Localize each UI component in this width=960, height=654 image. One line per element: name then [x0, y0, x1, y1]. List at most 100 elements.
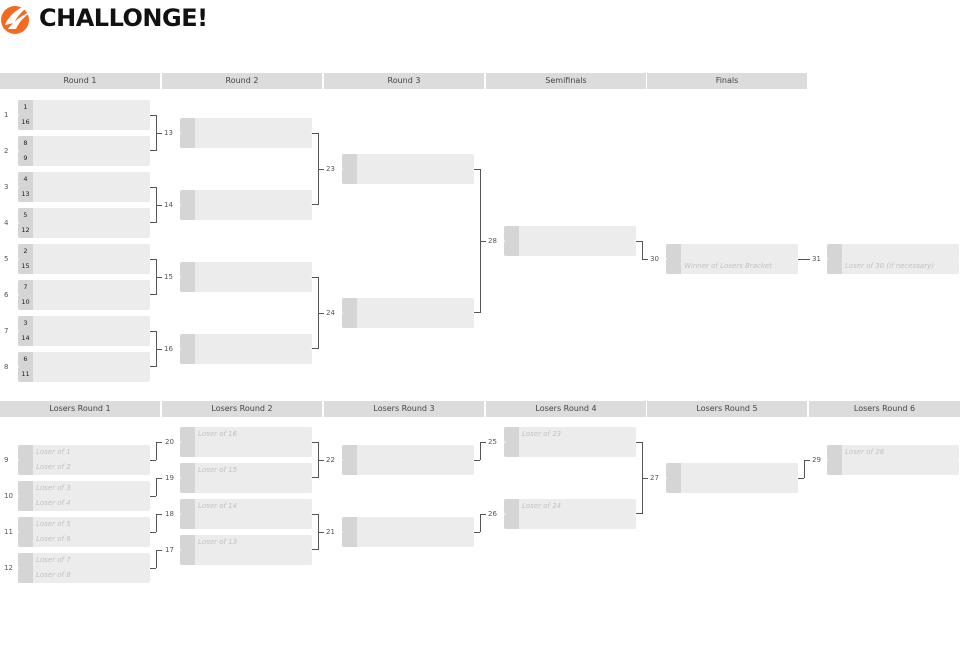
winners-r3-match-2-slot-top[interactable] — [342, 298, 474, 313]
grand-final-reset-match-slot-top[interactable] — [827, 244, 959, 259]
winners-r2-match-2-slot-top[interactable] — [180, 190, 312, 205]
seed-badge — [180, 277, 195, 292]
losers-r3-match-2-slot-bottom[interactable] — [342, 532, 474, 547]
bracket-connector — [155, 550, 157, 568]
winners-r1-match-8-slot-bottom[interactable]: 11 — [18, 367, 150, 382]
winners-r1-match-8-slot-top[interactable]: 6 — [18, 352, 150, 367]
match-number: 6 — [4, 291, 9, 299]
winners-r2-match-1-slot-top[interactable] — [180, 118, 312, 133]
seed-badge — [342, 532, 357, 547]
winners-semifinal-match-slot-bottom[interactable] — [504, 241, 636, 256]
losers-r1-match-1-slot-top[interactable]: Loser of 1 — [18, 445, 150, 460]
seed-badge — [342, 460, 357, 475]
challonge-logo[interactable]: CHALLONGE! — [0, 0, 208, 36]
seed-badge — [504, 241, 519, 256]
winners-r3-match-1-slot-top[interactable] — [342, 154, 474, 169]
connector-match-number: 21 — [326, 528, 335, 536]
winners-r1-match-3-slot-top[interactable]: 4 — [18, 172, 150, 187]
losers-r4-match-2-slot-top[interactable]: Loser of 24 — [504, 499, 636, 514]
seed-badge: 2 — [18, 244, 33, 259]
winners-r2-match-3-slot-top[interactable] — [180, 262, 312, 277]
losers-r5-match-slot-bottom[interactable] — [666, 478, 798, 493]
seed-badge — [827, 244, 842, 259]
connector-match-number: 14 — [164, 201, 173, 209]
header-winners-round-5: Finals — [647, 73, 807, 89]
losers-r3-match-1-slot-top[interactable] — [342, 445, 474, 460]
connector-line — [150, 532, 156, 533]
losers-r1-match-2-slot-bottom[interactable]: Loser of 4 — [18, 496, 150, 511]
losers-r1-match-4-slot-top[interactable]: Loser of 7 — [18, 553, 150, 568]
winners-r1-match-6-slot-top[interactable]: 7 — [18, 280, 150, 295]
match-number: 5 — [4, 255, 9, 263]
losers-r1-match-3-slot-top[interactable]: Loser of 5 — [18, 517, 150, 532]
winners-r1-match-7-slot-bottom[interactable]: 14 — [18, 331, 150, 346]
losers-r2-match-2-slot-bottom[interactable] — [180, 478, 312, 493]
seed-badge: 3 — [18, 316, 33, 331]
losers-r2-match-1-slot-bottom[interactable] — [180, 442, 312, 457]
match-number: 2 — [4, 147, 9, 155]
losers-r1-match-3-slot-bottom[interactable]: Loser of 6 — [18, 532, 150, 547]
losers-r1-match-1-slot-bottom[interactable]: Loser of 2 — [18, 460, 150, 475]
connector-line — [480, 442, 486, 443]
winners-r1-match-5-slot-bottom[interactable]: 15 — [18, 259, 150, 274]
losers-r4-match-1-slot-top[interactable]: Loser of 23 — [504, 427, 636, 442]
winners-r1-match-1-slot-bottom[interactable]: 16 — [18, 115, 150, 130]
connector-line — [319, 313, 324, 314]
connector-line — [480, 514, 486, 515]
winners-r1-match-5-slot-top[interactable]: 2 — [18, 244, 150, 259]
winners-r2-match-1-slot-bottom[interactable] — [180, 133, 312, 148]
winners-r1-match-4-slot-bottom[interactable]: 12 — [18, 223, 150, 238]
challonge-logo-icon — [1, 3, 33, 34]
connector-match-number: 26 — [488, 510, 497, 518]
winners-r2-match-2-slot-bottom[interactable] — [180, 205, 312, 220]
grand-final-match-slot-bottom[interactable]: Winner of Losers Bracket — [666, 259, 798, 274]
bracket-connector — [150, 115, 157, 151]
losers-r1-match-4-slot-bottom[interactable]: Loser of 8 — [18, 568, 150, 583]
losers-r2-match-3-slot-top[interactable]: Loser of 14 — [180, 499, 312, 514]
grand-final-match-slot-top[interactable] — [666, 244, 798, 259]
slot-label: Loser of 8 — [36, 571, 71, 579]
match-number: 12 — [4, 564, 13, 572]
winners-r1-match-3-slot-bottom[interactable]: 13 — [18, 187, 150, 202]
losers-r2-match-1-slot-top[interactable]: Loser of 16 — [180, 427, 312, 442]
winners-semifinal-match-slot-top[interactable] — [504, 226, 636, 241]
losers-r3-match-1-slot-bottom[interactable] — [342, 460, 474, 475]
losers-r1-match-2-slot-top[interactable]: Loser of 3 — [18, 481, 150, 496]
connector-line — [156, 478, 162, 479]
losers-r4-match-1-slot-bottom[interactable] — [504, 442, 636, 457]
winners-r3-match-1-slot-bottom[interactable] — [342, 169, 474, 184]
losers-final-match-slot-bottom[interactable] — [827, 460, 959, 475]
losers-r2-match-3-slot-bottom[interactable] — [180, 514, 312, 529]
winners-r2-match-4-slot-top[interactable] — [180, 334, 312, 349]
losers-r3-match-2-slot-top[interactable] — [342, 517, 474, 532]
grand-final-reset-match-slot-bottom[interactable]: Loser of 30 (if necessary) — [827, 259, 959, 274]
winners-r1-match-7-slot-top[interactable]: 3 — [18, 316, 150, 331]
match-number: 7 — [4, 327, 9, 335]
connector-line — [319, 169, 324, 170]
losers-r2-match-4-slot-bottom[interactable] — [180, 550, 312, 565]
connector-line — [643, 478, 648, 479]
winners-r1-match-2-slot-bottom[interactable]: 9 — [18, 151, 150, 166]
connector-line — [150, 460, 156, 461]
winners-r1-match-6-slot-bottom[interactable]: 10 — [18, 295, 150, 310]
bracket-connector — [150, 187, 157, 223]
match-number: 8 — [4, 363, 9, 371]
losers-r2-match-4-slot-top[interactable]: Loser of 13 — [180, 535, 312, 550]
losers-r4-match-2-slot-bottom[interactable] — [504, 514, 636, 529]
losers-r2-match-2-slot-top[interactable]: Loser of 15 — [180, 463, 312, 478]
winners-r2-match-4-slot-bottom[interactable] — [180, 349, 312, 364]
seed-badge — [18, 481, 33, 496]
losers-final-match-slot-top[interactable]: Loser of 28 — [827, 445, 959, 460]
winners-r1-match-4-slot-top[interactable]: 5 — [18, 208, 150, 223]
winners-r3-match-2-slot-bottom[interactable] — [342, 313, 474, 328]
match-number: 1 — [4, 111, 9, 119]
seed-badge — [180, 535, 195, 550]
slot-label: Loser of 15 — [198, 466, 238, 474]
winners-r1-match-2-slot-top[interactable]: 8 — [18, 136, 150, 151]
winners-r1-match-1-slot-top[interactable]: 1 — [18, 100, 150, 115]
connector-line — [157, 349, 162, 350]
winners-r2-match-3-slot-bottom[interactable] — [180, 277, 312, 292]
losers-r5-match-slot-top[interactable] — [666, 463, 798, 478]
seed-badge — [18, 517, 33, 532]
